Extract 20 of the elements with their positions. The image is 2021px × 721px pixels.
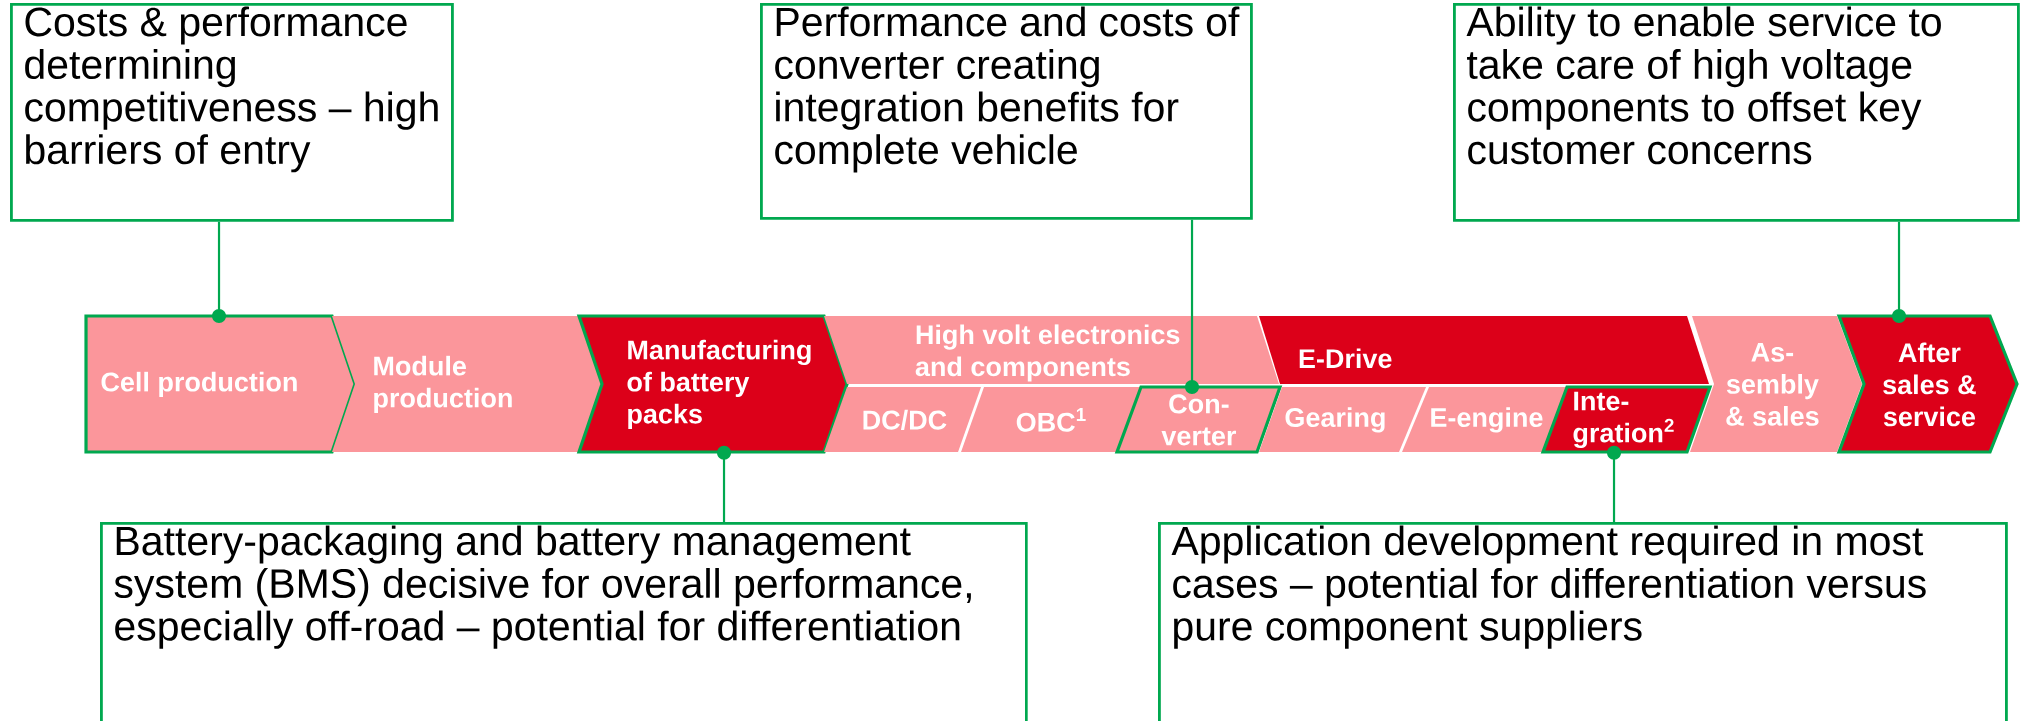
leader-line xyxy=(1892,221,1906,323)
callout-box: Ability to enable service to take care of high voltage components to offset key customer concerns xyxy=(1453,3,2020,222)
segment-label: E-engine xyxy=(1431,407,1543,433)
callout-box: Performance and costs of converter creating integration benefits for complete vehicle xyxy=(760,3,1253,220)
leader-line xyxy=(1185,219,1199,394)
chevron-step: Manufacturing of battery packs xyxy=(576,314,849,454)
leader-line xyxy=(1607,445,1621,522)
chevron-step: Cell production xyxy=(84,314,357,454)
chevron-step: As- sembly & sales xyxy=(1690,316,1862,452)
segment-label: Gearing xyxy=(1285,407,1385,433)
segment-label: OBC$^{1}$ xyxy=(1016,408,1086,432)
leader-line xyxy=(717,445,731,522)
callout-box: Application development required in most cases – potential for differentiation versus pure component suppliers xyxy=(1158,522,2008,721)
leader-line xyxy=(212,221,226,323)
node-label: Module production xyxy=(374,355,512,413)
chevron-step: After sales & service xyxy=(1836,314,2019,454)
chevron-step: Module production xyxy=(332,316,602,452)
callout-box: Battery-packaging and battery management system (BMS) decisive for overall performance, especially off-road – potential for differentiation xyxy=(100,522,1028,721)
callout-box: Costs & performance determining competitiveness – high barriers of entry xyxy=(10,3,454,222)
segment-label: DC/DC xyxy=(863,409,947,430)
